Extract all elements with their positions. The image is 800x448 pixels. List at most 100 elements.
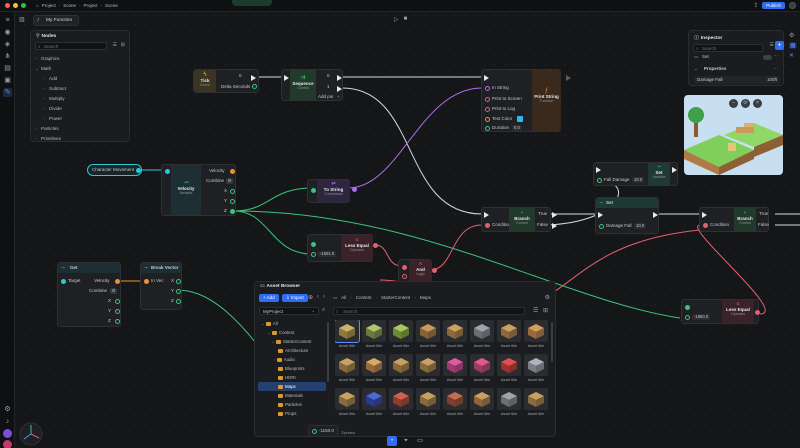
list-view-icon[interactable]: ☰ <box>769 42 774 48</box>
set-mid-exec-in-pin[interactable] <box>598 212 603 218</box>
velocity-node[interactable]: ⊸ Velocity Variable Velocity Combine ⊟ X… <box>161 164 236 216</box>
to-string-in-pin[interactable] <box>311 188 316 193</box>
asset-tile[interactable]: Asset title <box>443 354 467 384</box>
asset-tile[interactable]: Asset title <box>524 354 548 384</box>
asset-tile[interactable]: Asset title <box>497 354 521 384</box>
less-equal-1-out-pin[interactable] <box>373 243 378 248</box>
fall-damage-value[interactable]: 10.0 <box>632 177 645 183</box>
folder-content[interactable]: ⌄ Content <box>267 330 295 335</box>
delta-seconds-pin[interactable] <box>252 84 257 89</box>
home-icon[interactable]: ⌂ <box>36 3 39 8</box>
user-avatar-purple[interactable] <box>3 429 12 438</box>
in-vec-pin[interactable] <box>144 279 149 284</box>
tick-exec-out-pin[interactable] <box>251 75 256 81</box>
get-target-pin[interactable] <box>61 279 66 284</box>
get-x-pin[interactable] <box>115 299 120 304</box>
pointer-icon[interactable]: ⌖ <box>404 438 408 444</box>
damage-fall-value[interactable]: 10.0 <box>634 223 647 229</box>
print-exec-in-pin[interactable] <box>484 75 489 81</box>
path-starter-content[interactable]: StarterContent <box>381 295 411 300</box>
branch-node-1[interactable]: Condition ⑂ Branch Control True False <box>481 207 557 232</box>
print-to-log-pin[interactable] <box>485 107 490 112</box>
asset-tile[interactable]: Asset title <box>470 388 494 418</box>
play-icon[interactable]: ▷ <box>394 17 399 23</box>
set-top-exec-in-pin[interactable] <box>596 167 601 173</box>
minimize-preview-icon[interactable]: − <box>729 99 738 108</box>
less-equal-node-2[interactable]: -1550.0 ≤ Less Equal Operator <box>681 299 760 324</box>
publish-button[interactable]: Publish <box>762 2 785 9</box>
details-icon[interactable]: ▦ <box>789 42 797 49</box>
viewport-preview[interactable]: − ⟳ × <box>684 95 783 175</box>
asset-tile[interactable]: Asset title <box>443 388 467 418</box>
branch1-condition-pin[interactable] <box>485 223 490 228</box>
duration-value[interactable]: 0.0 <box>512 125 522 131</box>
and-a-pin[interactable] <box>402 265 407 270</box>
inspector-search-input[interactable]: ⌕Search <box>693 44 763 52</box>
folder-materials[interactable]: Materials <box>258 391 326 400</box>
asset-tile[interactable]: Asset title <box>362 388 386 418</box>
asset-tile[interactable]: Asset title <box>470 354 494 384</box>
grid-view-icon[interactable]: ⊞ <box>543 308 549 314</box>
sequence-exec-in-pin[interactable] <box>284 75 289 81</box>
velocity-target-pin[interactable] <box>165 169 170 174</box>
break-x-pin[interactable] <box>176 279 181 284</box>
set-top-exec-out-pin[interactable] <box>672 167 677 173</box>
sequence-out0-pin[interactable] <box>337 75 342 81</box>
set-top-value-pin[interactable] <box>597 178 602 183</box>
partial-node-value[interactable]: -1150.0 <box>319 428 334 433</box>
damage-fall-property[interactable]: Damage Fall 100ft <box>694 76 780 84</box>
cube-icon[interactable]: ◈ <box>4 41 11 48</box>
branch2-condition-pin[interactable] <box>703 223 708 228</box>
to-string-out-pin[interactable] <box>352 187 357 192</box>
entity-row[interactable]: ▭ Set ⋯ <box>694 53 778 62</box>
folder-starter-content[interactable]: ⌄ StarterContent <box>271 339 312 344</box>
velocity-z-pin[interactable] <box>230 209 235 214</box>
asset-tile[interactable]: Asset title <box>470 320 494 350</box>
velocity-y-pin[interactable] <box>230 199 235 204</box>
avatar[interactable] <box>789 2 796 9</box>
back-icon[interactable]: ‹ <box>317 294 319 300</box>
asset-tile[interactable]: Asset title <box>335 388 359 418</box>
folder-tree-scrollbar[interactable] <box>327 322 329 382</box>
asset-tile[interactable]: Asset title <box>389 354 413 384</box>
break-vector-node[interactable]: Break Vector ⊸ In Vec X Y Z <box>140 262 182 310</box>
more-icon[interactable]: ⋯ <box>773 53 779 58</box>
character-movement-node[interactable]: Character Movement <box>87 164 142 176</box>
duration-pin[interactable] <box>485 126 490 131</box>
tree-item-math[interactable]: ⌄Math <box>31 64 129 74</box>
text-color-swatch[interactable] <box>517 116 523 122</box>
branch1-exec-in-pin[interactable] <box>484 212 489 218</box>
less-equal-node-1[interactable]: -1501.0 ≤ Less Equal Operator <box>307 234 373 262</box>
assets-icon[interactable]: ▣ <box>4 77 11 84</box>
less-equal-2-value[interactable]: -1550.0 <box>692 314 711 320</box>
sidebar-toggle-icon[interactable]: ▥ <box>19 17 25 23</box>
sequence-node[interactable]: ⇉ Sequence Control 0 1 Add pin + <box>281 69 343 101</box>
user-avatar-pink[interactable] <box>3 440 12 448</box>
notification-icon[interactable]: ♪ <box>5 418 10 425</box>
add-component-button[interactable]: + <box>775 41 784 50</box>
stop-icon[interactable]: ■ <box>403 16 408 22</box>
asset-tile[interactable]: Asset title <box>335 354 359 384</box>
import-button[interactable]: ⇩ Import <box>282 294 308 302</box>
tree-item-particles[interactable]: ›Particles <box>31 124 129 134</box>
tick-node[interactable]: ϟ Tick Event 0 Delta Seconds <box>193 69 259 93</box>
tree-item-multiply[interactable]: ▫Multiply <box>31 94 129 104</box>
asset-tile[interactable]: Asset title <box>362 320 386 350</box>
to-string-node[interactable]: ⇄ To String Conversion <box>307 179 350 203</box>
asset-tile[interactable]: Asset title <box>524 388 548 418</box>
breadcrumb-project-b[interactable]: Project <box>83 3 98 8</box>
less-equal-1-value[interactable]: -1501.0 <box>318 251 337 257</box>
velocity-out-pin[interactable] <box>230 169 235 174</box>
less-equal-b-pin[interactable] <box>311 252 316 257</box>
set-node-top[interactable]: Fall Damage 10.0 ⊸ Set Variable <box>593 162 678 186</box>
branch-node-2[interactable]: Condition ⑂ Branch Control True False <box>699 207 769 232</box>
print-to-screen-pin[interactable] <box>485 97 490 102</box>
tree-item-power[interactable]: ▫Power <box>31 114 129 124</box>
tree-item-divide[interactable]: ▫Divide <box>31 104 129 114</box>
more-icon[interactable]: ⋯ <box>773 66 779 71</box>
less-equal-2-a-pin[interactable] <box>685 305 690 310</box>
branch1-true-pin[interactable] <box>552 212 557 218</box>
get-z-pin[interactable] <box>115 319 120 324</box>
zoom-window-button[interactable] <box>21 3 26 8</box>
asset-grid-scrollbar[interactable] <box>551 322 553 362</box>
